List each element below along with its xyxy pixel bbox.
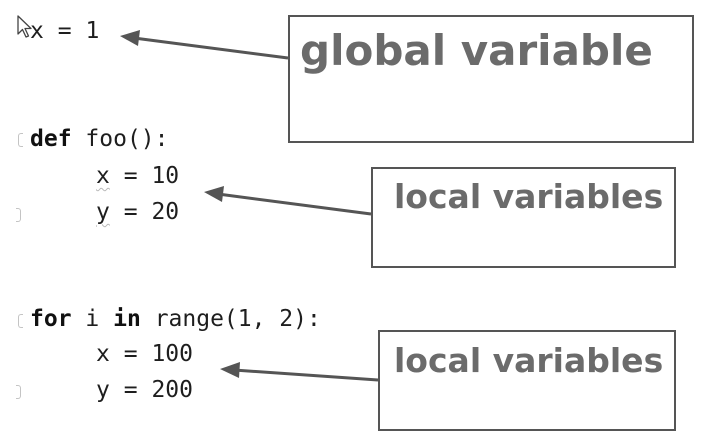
global-variable-callout <box>288 15 694 143</box>
code-var: y <box>96 377 110 403</box>
code-value: 200 <box>151 377 193 403</box>
code-value: 1 <box>85 18 100 44</box>
code-var: x <box>96 341 110 367</box>
code-operator: = <box>123 199 138 225</box>
def-body-line: x = 10 <box>96 165 179 188</box>
code-var: x <box>96 163 110 189</box>
code-operator: = <box>123 163 138 189</box>
code-operator: = <box>123 341 138 367</box>
in-keyword: in <box>113 306 141 332</box>
code-operator: = <box>57 18 72 44</box>
code-var: x <box>30 18 44 44</box>
arrowhead-icon <box>220 362 240 378</box>
for-line: for i in range(1, 2): <box>30 308 321 331</box>
arrow-to-local-def <box>217 192 372 216</box>
def-keyword: def <box>30 126 72 152</box>
fold-marker-icon[interactable] <box>16 385 21 399</box>
code-value: 20 <box>151 199 180 225</box>
local-variables-label: local variables <box>394 341 664 380</box>
for-keyword: for <box>30 306 72 332</box>
global-assignment-line: x = 1 <box>30 20 99 43</box>
cursor-icon <box>17 15 32 38</box>
fold-marker-icon[interactable] <box>16 208 21 222</box>
code-value: 100 <box>151 341 193 367</box>
global-variable-label: global variable <box>300 26 653 75</box>
arrow-to-global <box>133 36 289 60</box>
def-body-line: y = 20 <box>96 201 179 224</box>
local-variables-callout-def <box>371 167 676 268</box>
fold-marker-icon[interactable] <box>18 133 23 147</box>
arrow-to-local-for <box>233 368 379 382</box>
local-variables-label: local variables <box>394 177 664 216</box>
def-line: def foo(): <box>30 128 169 151</box>
code-var: y <box>96 199 110 225</box>
local-variables-callout-for <box>378 330 676 431</box>
code-operator: = <box>123 377 138 403</box>
loop-variable: i <box>85 306 100 332</box>
range-call: range(1, 2): <box>154 306 321 332</box>
arrowhead-icon <box>120 30 140 46</box>
for-body-line: x = 100 <box>96 343 193 366</box>
for-body-line: y = 200 <box>96 379 193 402</box>
fold-marker-icon[interactable] <box>18 314 23 328</box>
arrowhead-icon <box>204 186 224 202</box>
code-value: 10 <box>151 163 180 189</box>
function-signature: foo(): <box>85 126 169 152</box>
